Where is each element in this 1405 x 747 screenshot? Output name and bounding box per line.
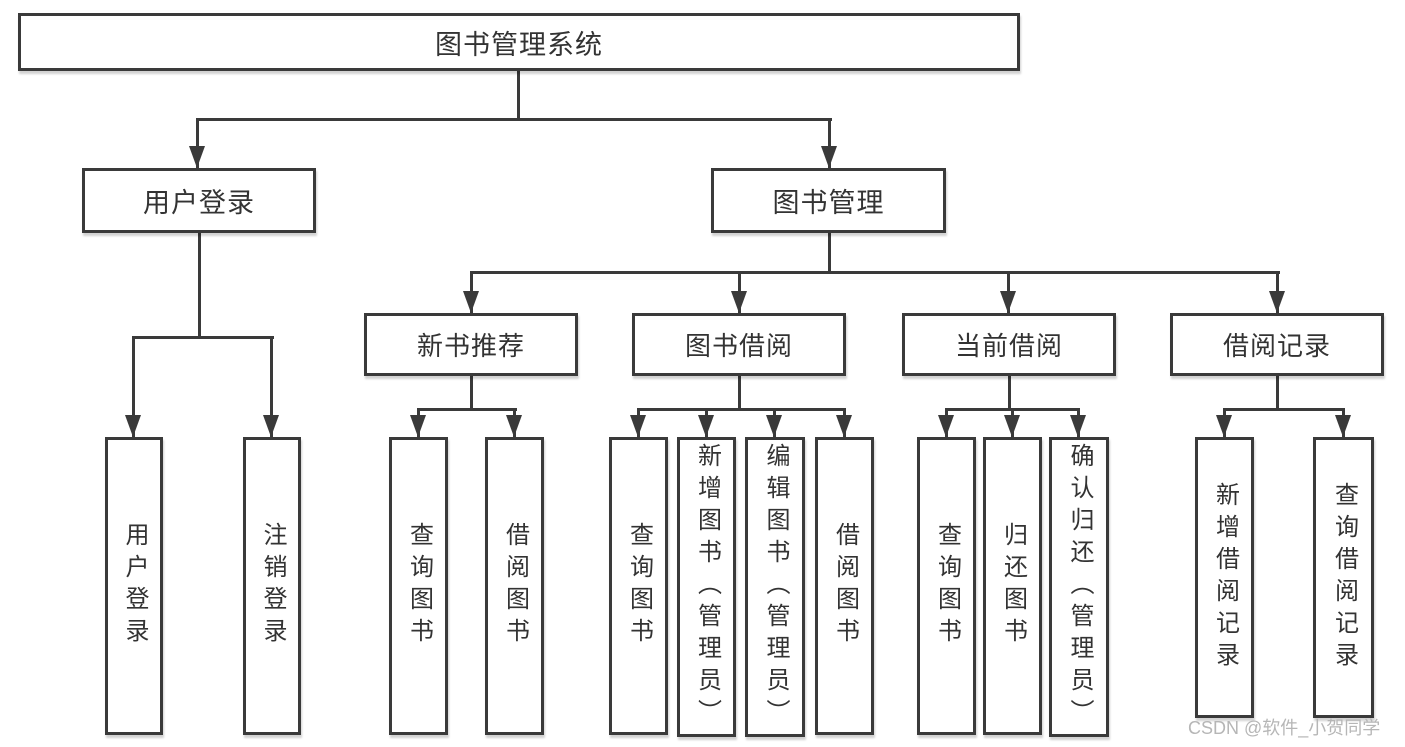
node-label: 图书管理 <box>772 188 885 218</box>
connector-root-drop <box>517 70 520 120</box>
leaf-label: 查询图书 <box>405 522 433 650</box>
arrow-down-icon <box>1269 291 1285 313</box>
connector-current-borrow-drop <box>1008 375 1011 411</box>
arrow-down-icon <box>410 415 426 437</box>
leaf-return-books: 归还图书 <box>983 437 1042 735</box>
connector-user-login-drop <box>198 233 201 339</box>
leaf-label: 归还图书 <box>999 522 1027 650</box>
leaf-query-books: 查询图书 <box>917 437 976 735</box>
arrow-down-icon <box>1004 415 1020 437</box>
node-label: 借阅记录 <box>1222 331 1331 361</box>
leaf-borrow-books: 借阅图书 <box>815 437 874 735</box>
node-current-borrowing: 当前借阅 <box>902 313 1116 376</box>
arrow-down-icon <box>125 415 141 437</box>
node-user-login: 用户登录 <box>82 168 316 233</box>
leaf-label: 查询借阅记录 <box>1330 481 1358 674</box>
node-book-management: 图书管理 <box>711 168 946 233</box>
arrow-down-icon <box>463 291 479 313</box>
arrow-down-icon <box>1335 415 1351 437</box>
leaf-borrow-books: 借阅图书 <box>485 437 544 735</box>
connector-borrow-records-drop <box>1276 375 1279 411</box>
connector-to-book-management <box>828 118 831 168</box>
leaf-query-borrow-record: 查询借阅记录 <box>1313 437 1374 718</box>
leaf-logout: 注销登录 <box>243 437 301 735</box>
connector-level2-branch <box>196 118 832 121</box>
connector-to-leaf-user-login <box>132 336 135 437</box>
connector-user-login-branch <box>132 336 274 339</box>
leaf-label: 新增借阅记录 <box>1211 481 1239 674</box>
leaf-query-books: 查询图书 <box>609 437 668 735</box>
leaf-label: 新增图书（管理员） <box>693 443 721 731</box>
arrow-down-icon <box>821 146 837 168</box>
arrow-down-icon <box>189 146 205 168</box>
leaf-edit-books-admin: 编辑图书（管理员） <box>745 437 805 737</box>
node-book-borrowing: 图书借阅 <box>632 313 846 376</box>
leaf-confirm-return-admin: 确认归还（管理员） <box>1049 437 1109 737</box>
leaf-label: 确认归还（管理员） <box>1066 443 1093 731</box>
node-label: 用户登录 <box>143 188 255 218</box>
node-label: 新书推荐 <box>416 331 525 361</box>
leaf-add-borrow-record: 新增借阅记录 <box>1195 437 1254 718</box>
node-new-book-recommendation: 新书推荐 <box>364 313 578 376</box>
arrow-down-icon <box>1216 415 1232 437</box>
arrow-down-icon <box>263 415 279 437</box>
arrow-down-icon <box>1000 291 1016 313</box>
leaf-user-login: 用户登录 <box>105 437 163 735</box>
arrow-down-icon <box>698 415 714 437</box>
arrow-down-icon <box>506 415 522 437</box>
arrow-down-icon <box>766 415 782 437</box>
arrow-down-icon <box>938 415 954 437</box>
node-label: 当前借阅 <box>954 331 1063 361</box>
leaf-label: 借阅图书 <box>831 522 859 650</box>
connector-book-borrow-drop <box>738 375 741 411</box>
arrow-down-icon <box>731 291 747 313</box>
connector-book-borrow-branch <box>637 408 846 411</box>
node-borrowing-records: 借阅记录 <box>1170 313 1384 376</box>
arrow-down-icon <box>836 415 852 437</box>
node-label: 图书管理系统 <box>435 29 603 60</box>
connector-level3-branch <box>470 271 1280 274</box>
leaf-label: 编辑图书（管理员） <box>762 443 789 731</box>
connector-borrow-records-branch <box>1223 408 1344 411</box>
leaf-label: 用户登录 <box>121 522 148 650</box>
leaf-label: 查询图书 <box>625 522 653 650</box>
connector-book-management-drop <box>828 233 831 274</box>
connector-new-book-drop <box>470 375 473 411</box>
connector-new-book-branch <box>417 408 517 411</box>
leaf-query-books: 查询图书 <box>389 437 448 735</box>
leaf-label: 注销登录 <box>259 522 286 650</box>
leaf-label: 查询图书 <box>933 522 961 650</box>
arrow-down-icon <box>630 415 646 437</box>
arrow-down-icon <box>1070 415 1086 437</box>
connector-to-user-login <box>196 118 199 168</box>
csdn-watermark: CSDN @软件_小贺同学 <box>1188 718 1381 738</box>
leaf-label: 借阅图书 <box>501 522 529 650</box>
connector-to-leaf-logout <box>270 336 273 437</box>
node-library-management-system: 图书管理系统 <box>18 13 1020 71</box>
leaf-add-books-admin: 新增图书（管理员） <box>677 437 736 737</box>
node-label: 图书借阅 <box>684 331 793 361</box>
